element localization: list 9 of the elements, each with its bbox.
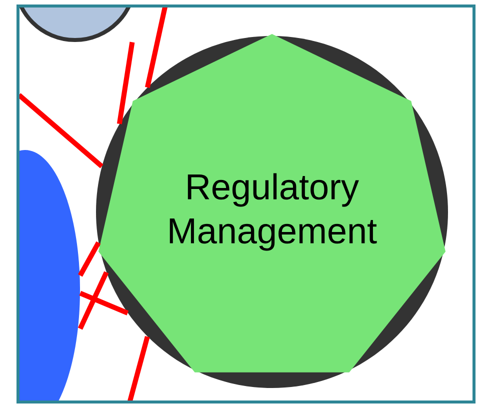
circle-node — [19, 7, 132, 42]
heptagon-node: Regulatory Management — [96, 34, 448, 388]
connector-line — [128, 336, 150, 402]
connector-line — [116, 42, 135, 124]
connector-line — [78, 271, 109, 330]
connector-line — [17, 93, 104, 168]
connector-line — [79, 290, 129, 316]
connector-line — [144, 6, 168, 88]
connector-line — [78, 241, 101, 277]
